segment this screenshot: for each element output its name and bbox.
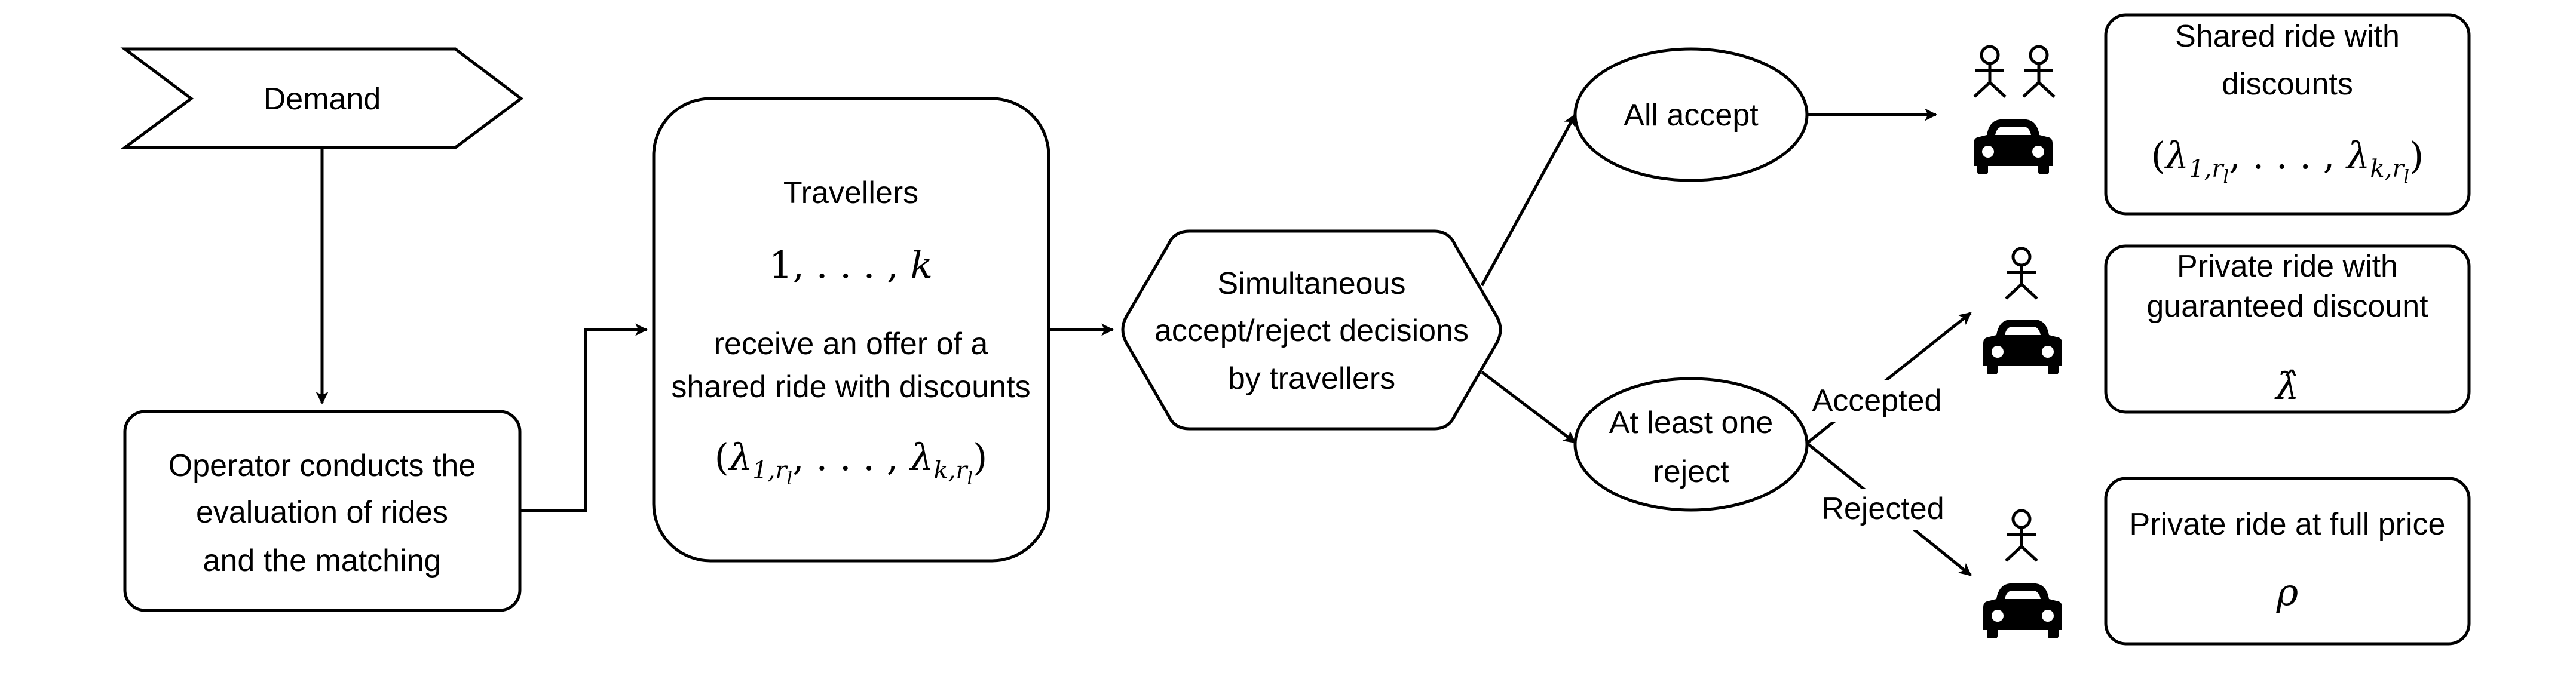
- demand-label: Demand: [264, 82, 381, 116]
- outcome-shared-ride: Shared ride with discounts (λ1,rl, . . .…: [2104, 13, 2471, 216]
- private-full-title: Private ride at full price: [2130, 507, 2446, 542]
- demand-node: Demand: [120, 47, 524, 149]
- travellers-range: 1, . . . , k: [769, 243, 933, 287]
- rejected-edge-label: Rejected: [1815, 489, 1950, 530]
- reject-line-2: reject: [1653, 454, 1729, 489]
- rejected-label: Rejected: [1821, 492, 1944, 526]
- private-discount-icon-group: [1983, 248, 2062, 374]
- travellers-offer-line-2: shared ride with discounts: [671, 370, 1030, 404]
- all-accept-label: All accept: [1624, 98, 1759, 133]
- edge-operator-to-travellers: [520, 323, 648, 512]
- shared-formula: (λ1,rl, . . . , λk,rl): [2151, 134, 2424, 188]
- outcome-private-discount: Private ride with guaranteed discount λ̂: [2104, 244, 2471, 414]
- person-icon: [2023, 47, 2054, 97]
- private-discount-title-line-2: guaranteed discount: [2146, 289, 2428, 324]
- outcome-private-full: Private ride at full price ρ: [2104, 477, 2471, 646]
- decision-node: Simultaneous accept/reject decisions by …: [1121, 229, 1502, 431]
- accepted-edge-label: Accepted: [1809, 380, 1944, 422]
- person-icon: [1974, 47, 2005, 97]
- all-accept-node: All accept: [1573, 47, 1809, 182]
- accepted-label: Accepted: [1812, 383, 1942, 418]
- private-discount-title-line-1: Private ride with: [2177, 249, 2398, 284]
- person-icon: [2006, 248, 2037, 299]
- shared-title-line-2: discounts: [2222, 67, 2353, 102]
- private-full-formula: ρ: [2276, 570, 2298, 614]
- decision-line-1: Simultaneous: [1217, 266, 1405, 301]
- decision-line-2: accept/reject decisions: [1154, 314, 1469, 348]
- car-icon: [1983, 583, 2062, 638]
- operator-line-1: Operator conducts the: [169, 449, 476, 483]
- at-least-one-reject-node: At least one reject: [1573, 377, 1809, 512]
- travellers-discounts: (λ1,rl, . . . , λk,rl): [715, 435, 988, 489]
- operator-line-3: and the matching: [203, 543, 442, 578]
- private-discount-formula: λ̂: [2274, 364, 2299, 408]
- reject-line-1: At least one: [1609, 406, 1774, 440]
- car-icon: [1974, 119, 2053, 174]
- decision-line-3: by travellers: [1228, 361, 1395, 396]
- travellers-title: Travellers: [783, 176, 918, 210]
- operator-node: Operator conducts the evaluation of ride…: [123, 410, 522, 612]
- private-full-icon-group: [1983, 511, 2062, 638]
- shared-title-line-1: Shared ride with: [2175, 19, 2400, 54]
- edge-accepted: [1806, 312, 1972, 444]
- travellers-node: Travellers 1, . . . , k receive an offer…: [652, 97, 1050, 563]
- edge-decision-to-all-accept: [1480, 113, 1577, 287]
- car-icon: [1983, 320, 2062, 374]
- edge-decision-to-reject: [1481, 371, 1576, 444]
- person-icon: [2006, 511, 2037, 561]
- shared-ride-icon-group: [1974, 47, 2054, 174]
- travellers-offer-line-1: receive an offer of a: [714, 327, 988, 361]
- operator-line-2: evaluation of rides: [196, 495, 448, 530]
